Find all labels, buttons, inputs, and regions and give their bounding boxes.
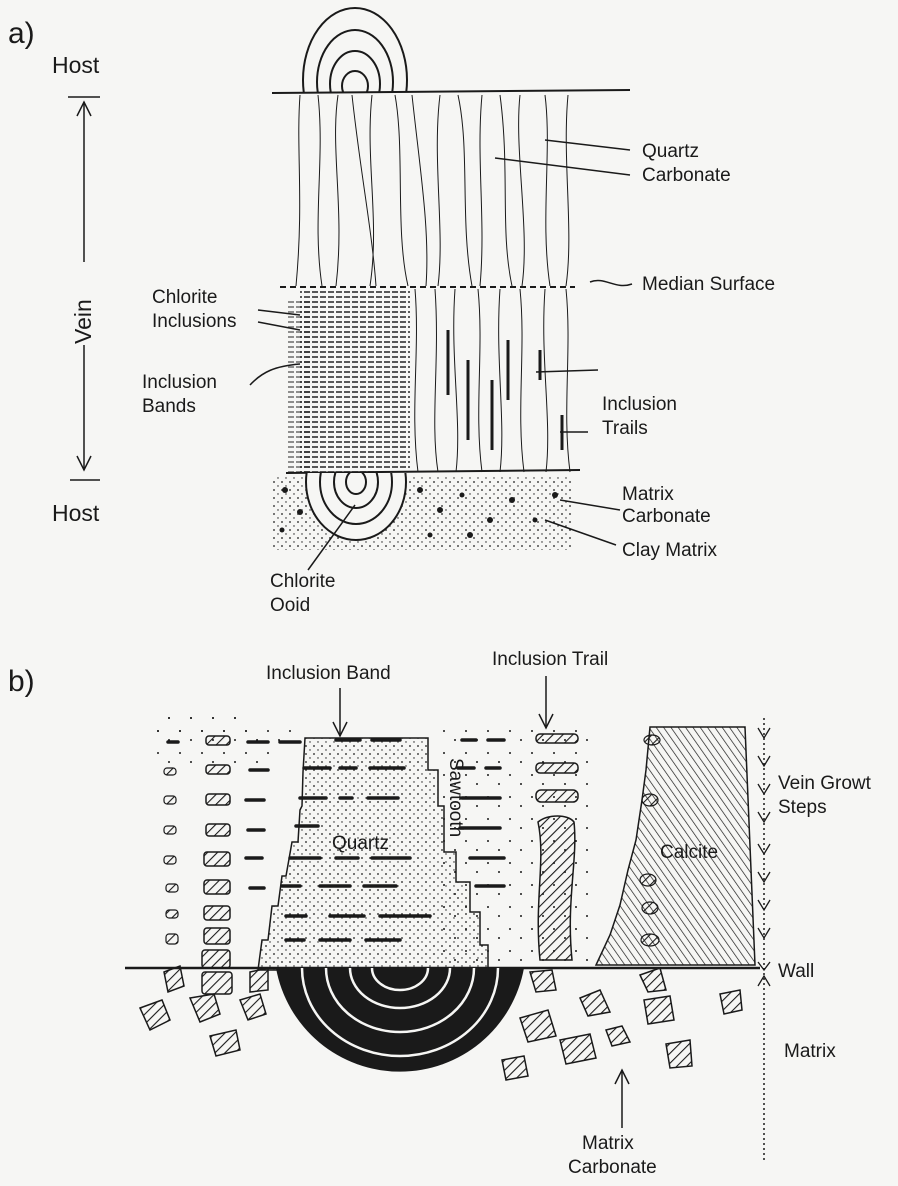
fibrous-quartz-carbonate xyxy=(296,95,569,286)
inclusion-band-label: Inclusion Band xyxy=(266,662,391,686)
inclusion-trail-label: Inclusion Trail xyxy=(492,648,608,672)
quartz-b-label: Quartz xyxy=(332,832,389,856)
inclusion-bands-label-2: Bands xyxy=(142,395,196,419)
growth-step-ticks xyxy=(758,728,770,986)
wall-label: Wall xyxy=(778,960,814,984)
chlorite-ooid-label-1: Chlorite xyxy=(270,570,335,594)
matrix-carbonate-label-2: Carbonate xyxy=(622,505,711,529)
chlorite-inclusion-bands xyxy=(300,289,410,472)
matrix-label: Matrix xyxy=(784,1040,836,1064)
top-ooid xyxy=(303,8,407,152)
inclusion-trails-label-1: Inclusion xyxy=(602,393,677,417)
panel-b xyxy=(125,676,770,1160)
black-ooid xyxy=(276,968,524,1072)
inclusion-trails-label-2: Trails xyxy=(602,417,648,441)
vein-top-contact xyxy=(272,90,630,93)
panel-b-tag: b) xyxy=(8,666,35,698)
inclusion-bands-overlay xyxy=(286,300,312,472)
matrix-carbonate-label-1: Matrix xyxy=(622,483,674,507)
inclusion-blob-column xyxy=(202,736,232,994)
median-surface-label: Median Surface xyxy=(642,273,775,297)
host-top-label: Host xyxy=(52,52,99,78)
inclusion-trails xyxy=(448,330,562,450)
matrix-carbonate-b-label-1: Matrix xyxy=(582,1132,634,1156)
host-bottom-label: Host xyxy=(52,500,99,526)
carbonate-label: Carbonate xyxy=(642,164,731,188)
quartz-label: Quartz xyxy=(642,140,699,164)
vein-growth-steps-label-1: Vein Growt xyxy=(778,772,871,796)
matrix-carbonate-b-label-2: Carbonate xyxy=(568,1156,657,1180)
chlorite-ooid-label-2: Ooid xyxy=(270,594,310,618)
small-inclusions-left xyxy=(164,768,178,944)
chlorite-inclusions-label-1: Chlorite xyxy=(152,286,217,310)
vein-growth-steps-label-2: Steps xyxy=(778,796,827,820)
vein-label: Vein xyxy=(70,299,97,344)
calcite-label: Calcite xyxy=(660,841,718,865)
left-sparse-zone xyxy=(148,715,255,735)
chlorite-inclusions-label-2: Inclusions xyxy=(152,310,237,334)
inclusion-bands-label-1: Inclusion xyxy=(142,371,217,395)
vein-extent-arrow xyxy=(68,97,100,480)
clay-matrix-label: Clay Matrix xyxy=(622,539,717,563)
sawtooth-label: Sawtooth xyxy=(444,758,466,837)
panel-a-tag: a) xyxy=(8,18,35,50)
